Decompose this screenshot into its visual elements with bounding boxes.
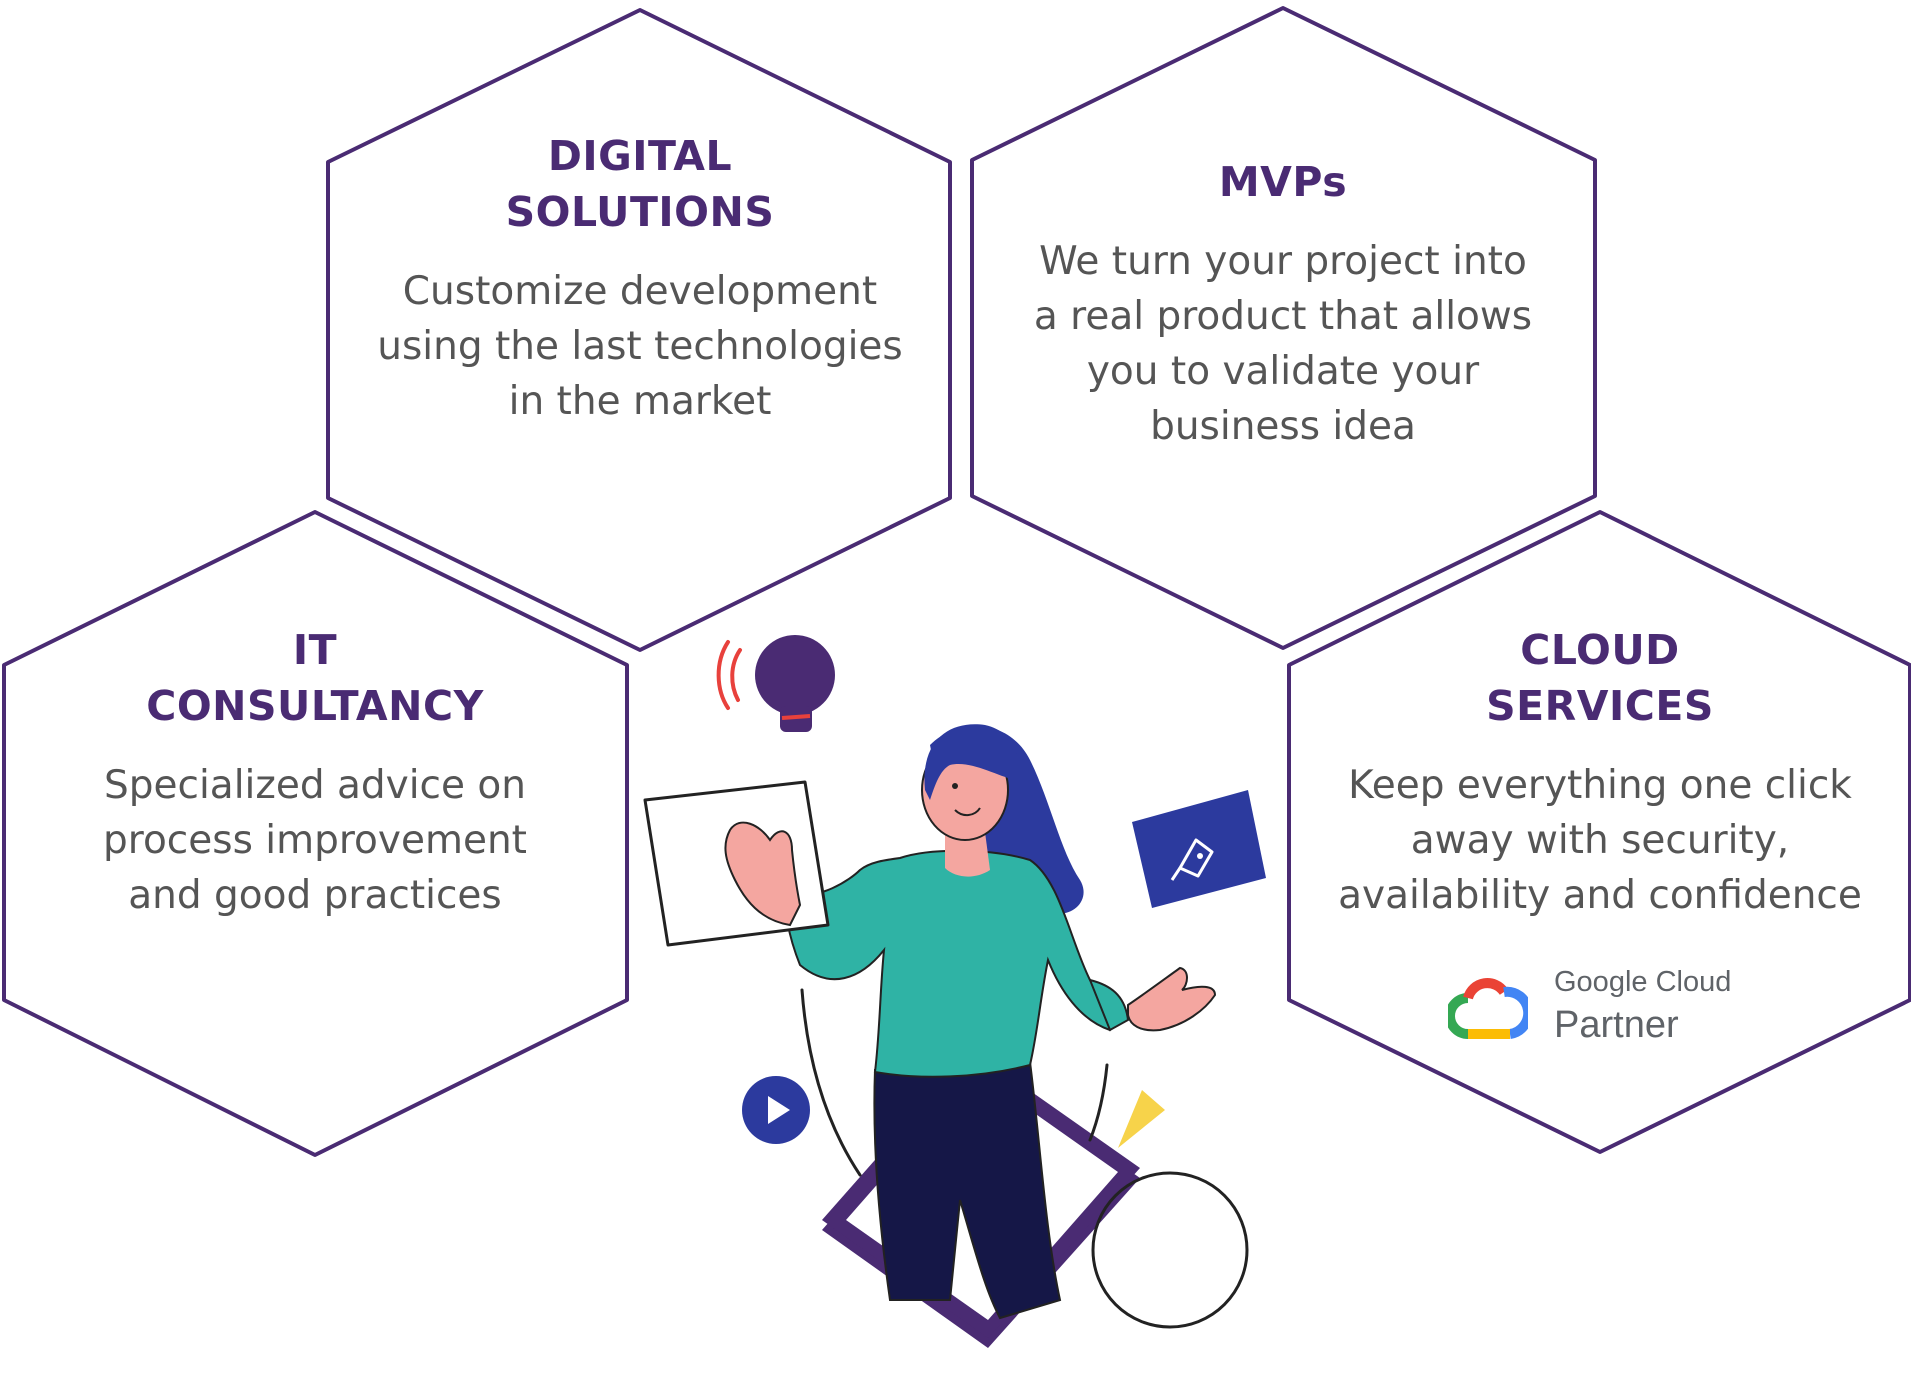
mvps-description: We turn your project into a real product… [1033, 239, 1533, 449]
partner-line1: Google Cloud [1554, 966, 1732, 998]
hexagon-mvps [970, 6, 1597, 650]
hexagon-digital-solutions [326, 8, 952, 652]
digital-solutions-title: DIGITAL SOLUTIONS [505, 132, 775, 236]
it-consultancy-title: IT CONSULTANCY [146, 626, 484, 730]
hex-cloud-services-content: CLOUD SERVICES Keep everything one click… [1300, 622, 1900, 923]
hexagon-cloud-services [1287, 510, 1911, 1154]
circle-icon [1091, 1171, 1249, 1329]
mvps-title: MVPs [1218, 158, 1348, 206]
digital-solutions-description: Customize development using the last tec… [377, 269, 903, 424]
it-consultancy-description: Specialized advice on process improvemen… [103, 763, 527, 918]
pen-tool-icon [1132, 790, 1266, 908]
hex-mvps-content: MVPs We turn your project into a real pr… [983, 154, 1583, 454]
hexagon-it-consultancy [2, 510, 629, 1157]
cloud-services-title: CLOUD SERVICES [1486, 626, 1714, 730]
raised-hand [724, 821, 802, 927]
cloud-services-description: Keep everything one click away with secu… [1338, 763, 1862, 918]
person-figure [724, 724, 1217, 1320]
lightbulb-icon [716, 635, 835, 732]
partner-line2: Partner [1554, 1004, 1679, 1046]
hex-digital-solutions-content: DIGITAL SOLUTIONS Customize development … [340, 128, 940, 429]
play-icon [742, 1076, 810, 1144]
google-cloud-partner-badge: Google Cloud Partner [1448, 966, 1768, 1056]
hex-it-consultancy-content: IT CONSULTANCY Specialized advice on pro… [15, 622, 615, 923]
google-cloud-logo-icon [1448, 978, 1528, 1039]
motion-lines [800, 988, 1109, 1177]
sparkle-icon [1118, 1090, 1165, 1148]
